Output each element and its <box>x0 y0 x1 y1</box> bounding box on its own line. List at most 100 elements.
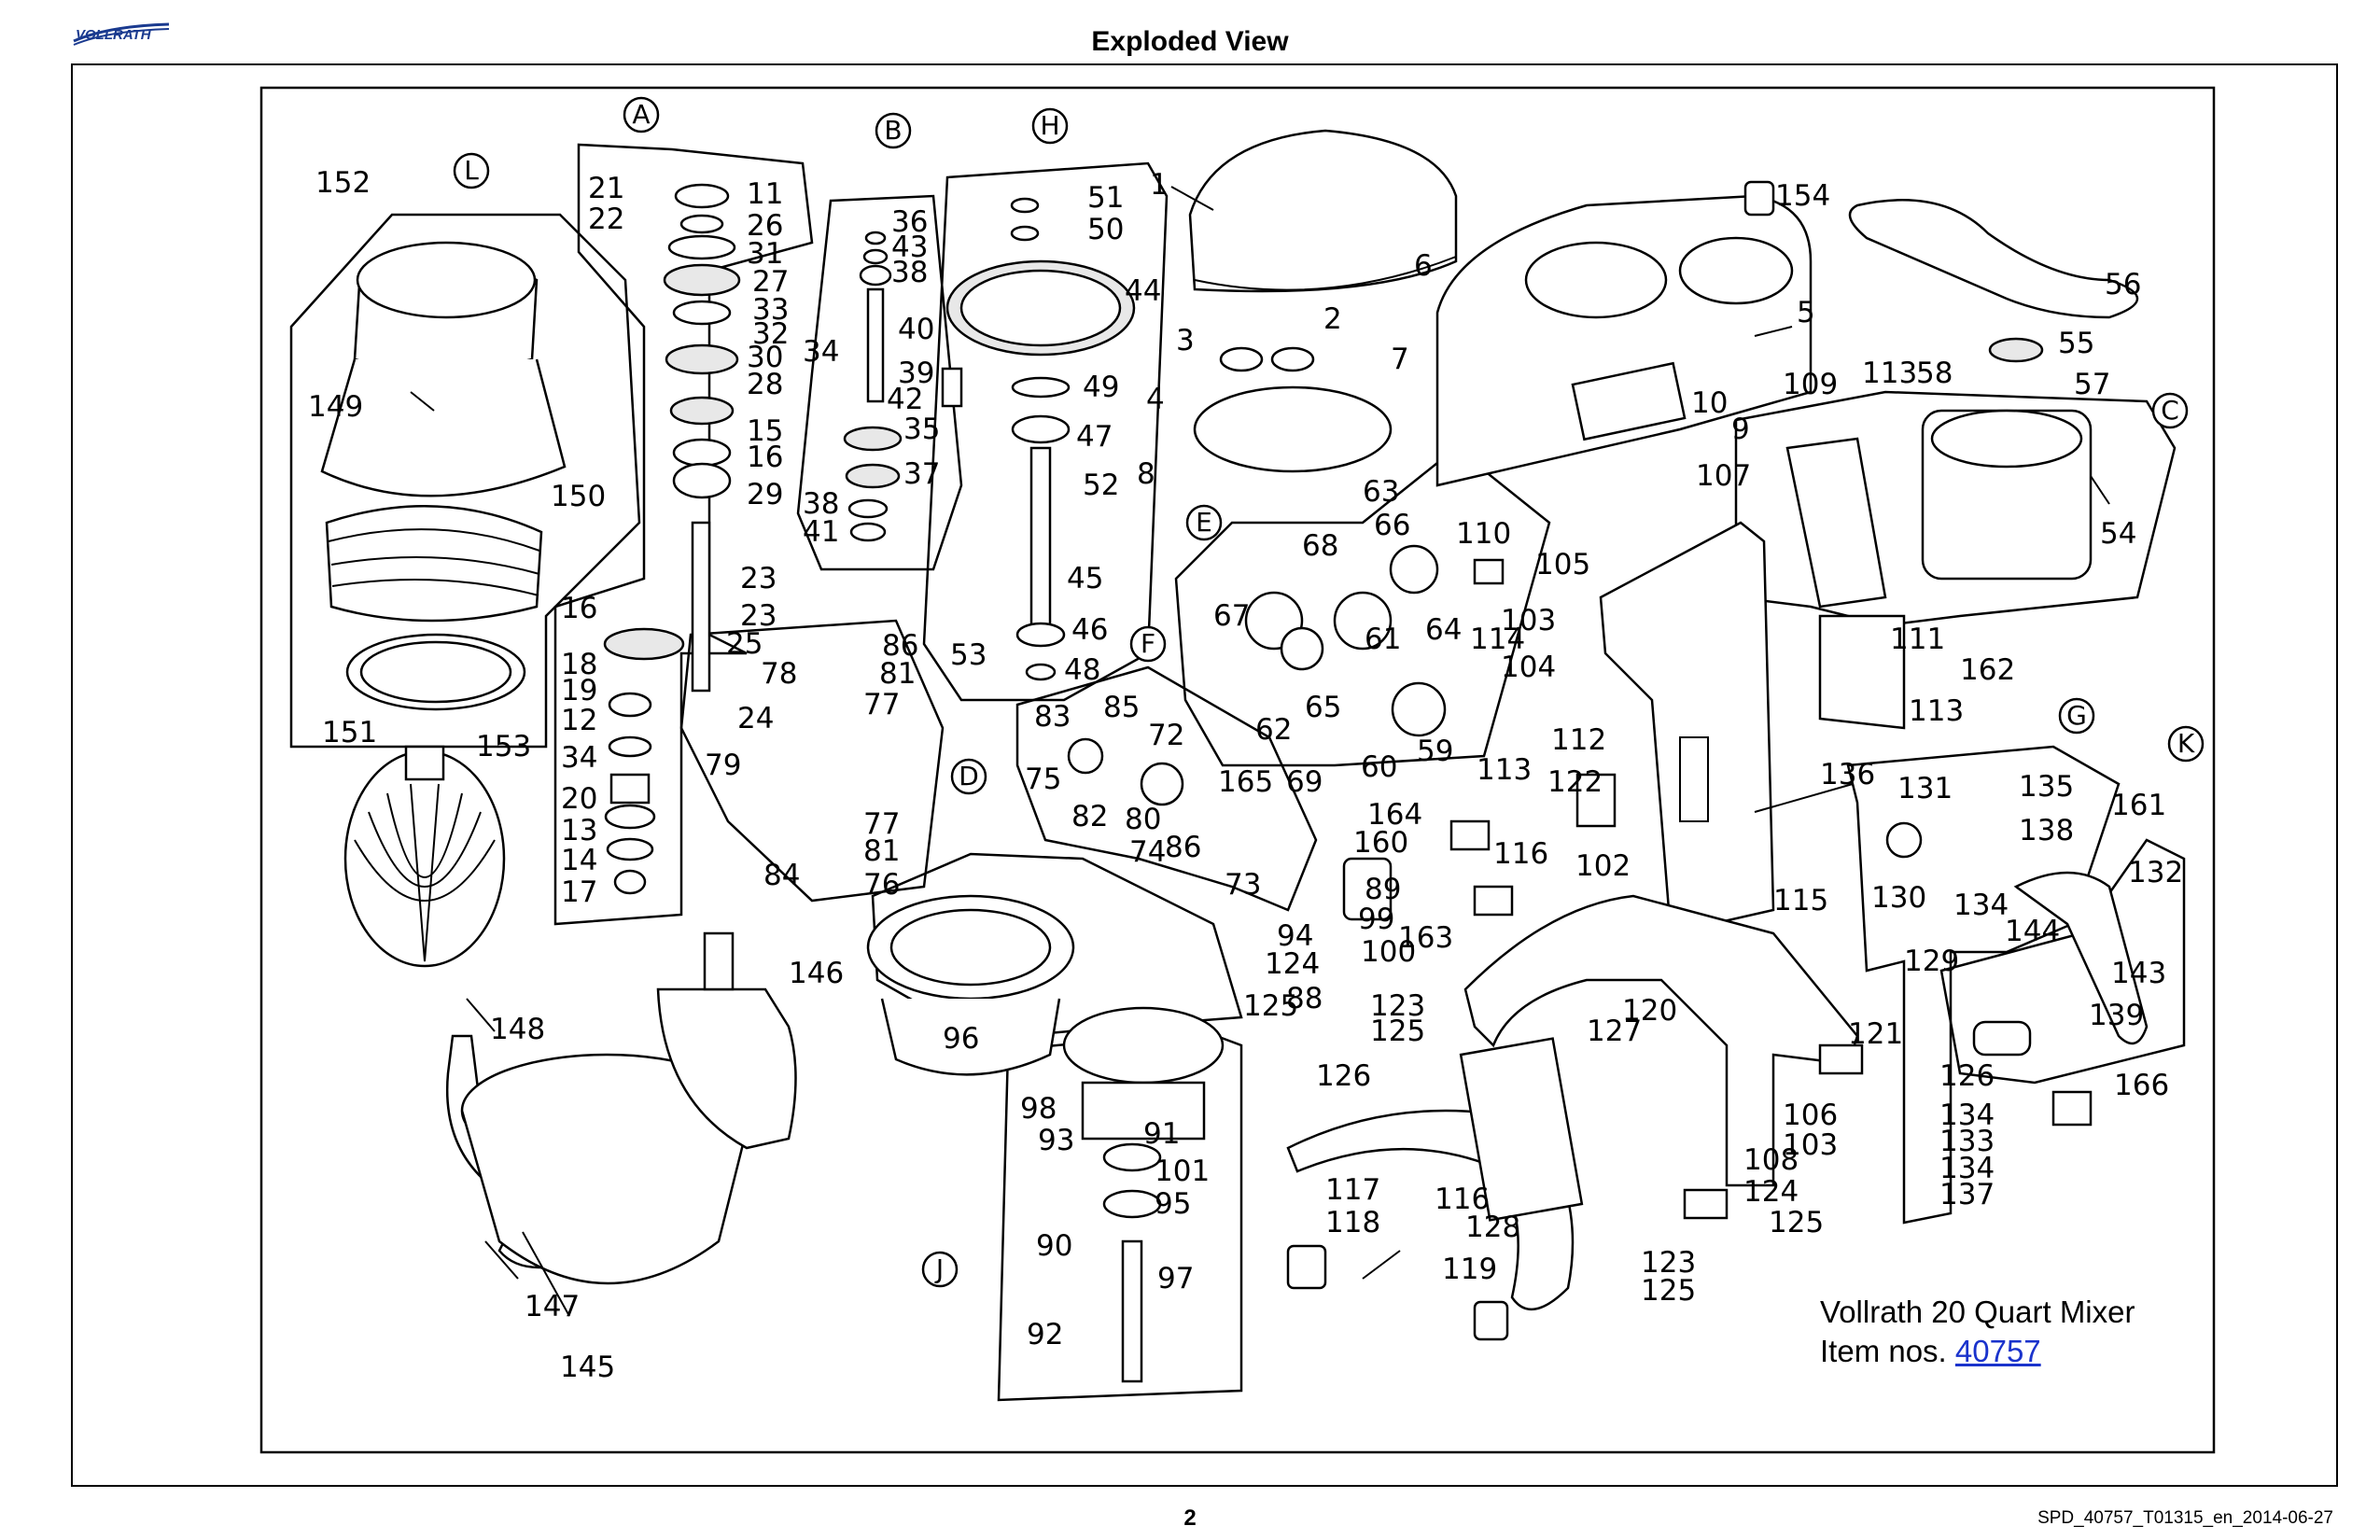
page-frame <box>71 63 2338 1487</box>
callout: 18 <box>561 648 597 681</box>
callout: 61 <box>1365 623 1401 656</box>
side-panel <box>1785 437 1887 609</box>
callout: 138 <box>2019 814 2074 847</box>
group-outline-a <box>553 143 814 926</box>
callout: 164 <box>1367 798 1422 832</box>
callout: 25 <box>726 627 763 661</box>
callout: 27 <box>752 265 789 299</box>
callout: 23 <box>740 562 777 595</box>
item-number-link[interactable]: 40757 <box>1954 1334 2041 1368</box>
callout: 96 <box>943 1022 979 1056</box>
group-letter-circle-k: K <box>2167 725 2205 763</box>
callout: 135 <box>2019 770 2074 804</box>
callout: 3 <box>1176 324 1195 357</box>
callout: 50 <box>1087 213 1124 246</box>
callout: 72 <box>1148 719 1184 752</box>
callout: 125 <box>1641 1274 1696 1308</box>
svg-text:A: A <box>632 99 650 130</box>
callout: 33 <box>752 293 789 327</box>
callout: 136 <box>1820 758 1875 791</box>
callout: 102 <box>1575 849 1631 883</box>
callout: 154 <box>1775 179 1830 213</box>
group-letter-circle-h: H <box>1031 107 1069 145</box>
callout: 97 <box>1157 1262 1194 1295</box>
group-letter-circle-j: J <box>921 1251 959 1288</box>
drive-shaft-h-assembly <box>945 197 1136 681</box>
callout: 98 <box>1020 1092 1057 1126</box>
callout: 19 <box>561 674 597 707</box>
callout: 151 <box>322 716 377 749</box>
callout: 90 <box>1036 1229 1072 1263</box>
product-caption: Vollrath 20 Quart Mixer Item nos. 40757 <box>1820 1293 2135 1371</box>
svg-text:F: F <box>1141 628 1155 659</box>
callout: 13 <box>561 814 597 847</box>
callout: 86 <box>882 629 918 663</box>
callout: 99 <box>1358 903 1394 936</box>
callout: 29 <box>747 478 783 511</box>
callout: 149 <box>308 390 363 424</box>
callout: 126 <box>1939 1059 1995 1093</box>
svg-text:L: L <box>464 155 479 186</box>
callout: 93 <box>1038 1124 1074 1157</box>
callout: 83 <box>1034 700 1071 734</box>
callout: 162 <box>1960 653 2015 687</box>
callout: 30 <box>747 341 783 374</box>
callout: 46 <box>1071 613 1108 647</box>
callout: 26 <box>747 209 783 243</box>
callout: 75 <box>1025 763 1061 796</box>
callout: 116 <box>1493 837 1548 871</box>
svg-text:C: C <box>2161 395 2179 426</box>
callout: 51 <box>1087 181 1124 215</box>
callout: 128 <box>1465 1211 1520 1244</box>
callout: 121 <box>1848 1017 1903 1051</box>
callout: 7 <box>1391 343 1409 376</box>
callout: 118 <box>1325 1206 1380 1239</box>
callout: 4 <box>1146 383 1165 416</box>
callout: 131 <box>1897 772 1953 805</box>
callout: 123 <box>1370 989 1425 1023</box>
callout: 123 <box>1641 1246 1696 1280</box>
callout: 133 <box>1939 1125 1995 1158</box>
callout: 58 <box>1916 357 1953 390</box>
callout: 81 <box>879 657 916 691</box>
callout: 49 <box>1083 371 1119 404</box>
caption-item-prefix: Item nos. <box>1820 1334 1955 1368</box>
callout: 62 <box>1255 713 1292 747</box>
exploded-view-diagram: A B H L C E F D G K J 152 21 22 11 26 31… <box>259 86 2216 1454</box>
callout: 147 <box>525 1290 580 1323</box>
page-number: 2 <box>1183 1505 1197 1531</box>
group-outline-h <box>922 161 1169 702</box>
planetary-plate <box>1062 1006 1225 1085</box>
callout: 11 <box>747 177 783 211</box>
callout: 73 <box>1225 868 1261 902</box>
document-id: SPD_40757_T01315_en_2014-06-27 <box>2037 1508 2333 1528</box>
callout: 127 <box>1587 1015 1642 1048</box>
callout: 111 <box>1890 623 1945 656</box>
callout: 34 <box>803 335 839 369</box>
callout: 81 <box>863 834 900 868</box>
callout: 103 <box>1783 1128 1838 1162</box>
callout: 109 <box>1783 368 1838 401</box>
callout: 22 <box>588 203 624 236</box>
callout: 24 <box>737 702 774 735</box>
callout: 41 <box>803 515 839 549</box>
callout: 165 <box>1218 765 1273 799</box>
callout: 148 <box>490 1013 545 1046</box>
callout: 101 <box>1155 1155 1210 1188</box>
planetary-shaft-assembly <box>603 183 741 895</box>
callout: 38 <box>803 487 839 521</box>
small-parts <box>941 180 2149 1341</box>
callout: 17 <box>561 875 597 909</box>
group-letter-circle-g: G <box>2058 697 2095 735</box>
svg-text:D: D <box>959 761 979 791</box>
callout: 84 <box>763 859 800 892</box>
callout: 105 <box>1535 548 1590 581</box>
callout: 37 <box>903 457 940 491</box>
callout: 125 <box>1769 1206 1824 1239</box>
svg-text:J: J <box>934 1253 944 1284</box>
callout: 122 <box>1547 765 1603 799</box>
drive-belt <box>1848 199 2139 319</box>
callout: 67 <box>1213 599 1250 633</box>
callout: 43 <box>891 231 928 264</box>
callout: 47 <box>1076 420 1113 454</box>
